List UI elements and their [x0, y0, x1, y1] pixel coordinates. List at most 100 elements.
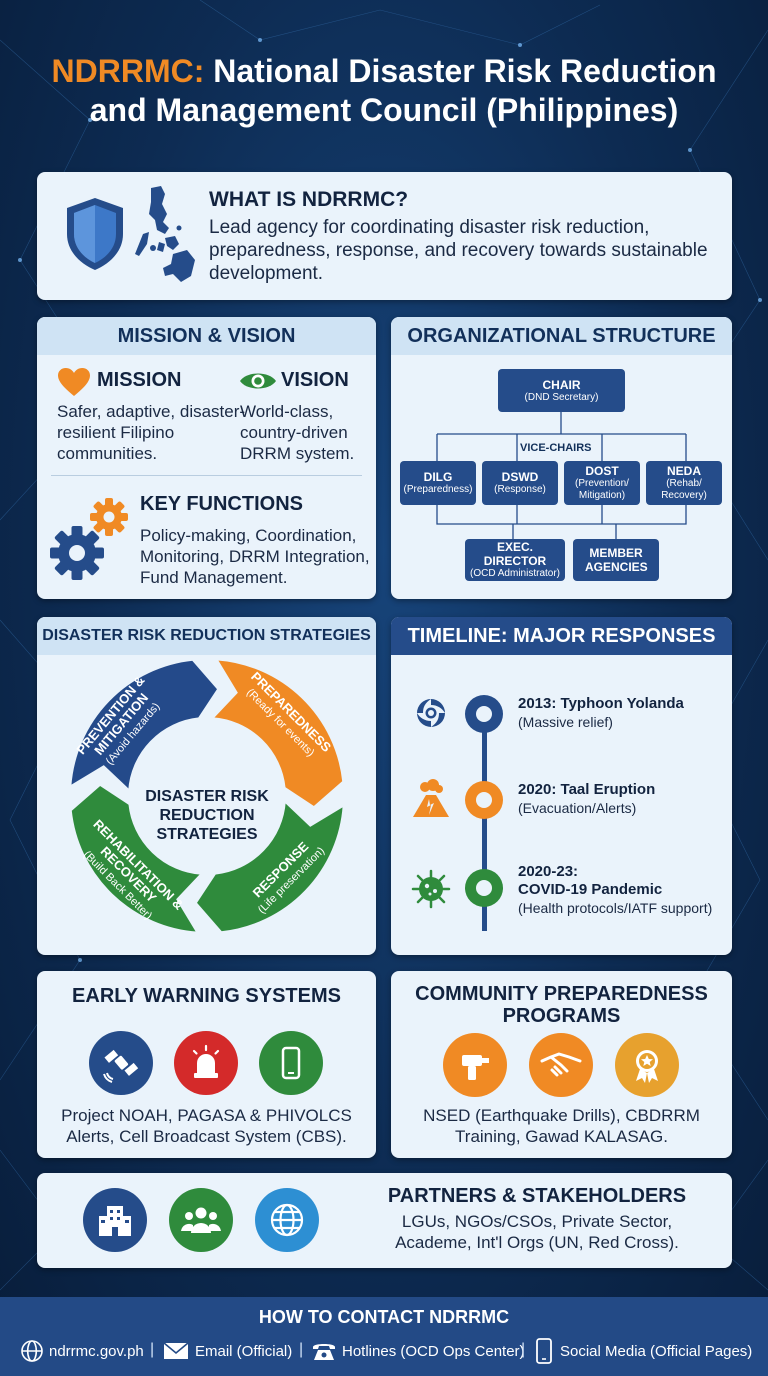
- timeline-marker-taal: [465, 781, 503, 819]
- partners-card: PARTNERS & STAKEHOLDERS LGUs, NGOs/CSOs,…: [37, 1173, 732, 1268]
- timeline-event-year: 2020-23:: [518, 863, 579, 880]
- globe-icon: [255, 1188, 319, 1252]
- vice-chair-role: (Preparedness): [403, 484, 473, 495]
- vice-chair-name: NEDA: [666, 464, 701, 478]
- contact-separator: |: [150, 1341, 155, 1358]
- org-connectors: [436, 412, 687, 539]
- strategy-segment: [210, 658, 345, 809]
- timeline-marker-yolanda: [465, 695, 503, 733]
- vision-title: VISION: [281, 369, 349, 391]
- strategies-card: DISASTER RISK REDUCTION STRATEGIES PREVE…: [37, 617, 376, 955]
- contact-social-label: Social Media (Official Pages): [560, 1342, 753, 1360]
- mission-title: MISSION: [97, 369, 182, 391]
- philippines-map-icon: [135, 186, 195, 282]
- contact-social-media[interactable]: Social Media (Official Pages): [535, 1338, 753, 1364]
- contact-hotlines[interactable]: Hotlines (OCD Ops Center): [311, 1339, 525, 1363]
- contact-heading: HOW TO CONTACT NDRRMC: [258, 1307, 510, 1327]
- award-icon: [615, 1033, 679, 1097]
- org-chair-sub: (DND Secretary): [524, 391, 599, 403]
- early-warning-heading: EARLY WARNING SYSTEMS: [72, 985, 341, 1007]
- telephone-icon: [313, 1344, 335, 1360]
- shield-icon: [67, 198, 123, 270]
- people-icon: [169, 1188, 233, 1252]
- contact-hotlines-label: Hotlines (OCD Ops Center): [342, 1342, 525, 1360]
- mission-text: Safer, adaptive, disaster-resilient Fili…: [57, 402, 246, 463]
- satellite-icon: [89, 1031, 153, 1095]
- vice-chair-name: DSWD: [501, 470, 539, 484]
- what-is-card: WHAT IS NDRRMC? Lead agency for coordina…: [37, 172, 732, 300]
- org-exec-director-box: EXEC. DIRECTOR (OCD Administrator): [465, 539, 565, 581]
- gears-icon: [50, 498, 128, 580]
- strategy-segment: [69, 783, 204, 934]
- title-accent: NDRRMC:: [51, 53, 205, 89]
- community-text: NSED (Earthquake Drills), CBDRRM Trainin…: [423, 1106, 700, 1146]
- phone-icon: [259, 1031, 323, 1095]
- volcano-icon: [413, 779, 449, 817]
- siren-icon: [174, 1031, 238, 1095]
- vice-chair-name: DOST: [585, 464, 619, 478]
- strategies-center-label: DISASTER RISK REDUCTION STRATEGIES: [145, 788, 269, 843]
- org-structure-card: ORGANIZATIONAL STRUCTURE CHAIR (DND Secr…: [391, 317, 732, 599]
- org-vice-chair-dilg: DILG (Preparedness): [400, 461, 476, 505]
- community-heading: COMMUNITY PREPAREDNESS PROGRAMS: [415, 983, 708, 1027]
- timeline-event-title: COVID-19 Pandemic: [518, 881, 663, 898]
- handshake-icon: [529, 1033, 593, 1097]
- mission-divider: [51, 475, 362, 476]
- timeline-event-title: 2020: Taal Eruption: [518, 781, 656, 798]
- contact-website-label: ndrrmc.gov.ph: [49, 1342, 144, 1360]
- strategy-segment: [194, 799, 345, 934]
- partners-text: LGUs, NGOs/CSOs, Private Sector, Academe…: [395, 1212, 679, 1252]
- timeline-heading: TIMELINE: MAJOR RESPONSES: [391, 617, 732, 655]
- title-line-1-rest: National Disaster Risk Reduction: [213, 53, 717, 89]
- vice-chairs-label: VICE-CHAIRS: [520, 442, 592, 454]
- virus-icon: [411, 869, 451, 909]
- strategy-cycle: PREVENTION &MITIGATION(Avoid hazards)PRE…: [69, 658, 345, 934]
- org-structure-heading: ORGANIZATIONAL STRUCTURE: [391, 317, 732, 355]
- timeline-event-title: 2013: Typhoon Yolanda: [518, 695, 684, 712]
- what-is-title: WHAT IS NDRRMC?: [209, 188, 409, 211]
- title-line-2: and Management Council (Philippines): [89, 92, 679, 128]
- timeline-card: TIMELINE: MAJOR RESPONSES 2013: Typhoon …: [391, 617, 732, 955]
- vision-text: World-class, country-driven DRRM system.: [240, 402, 355, 463]
- building-icon: [83, 1188, 147, 1252]
- timeline-event-sub: (Health protocols/IATF support): [518, 900, 713, 916]
- title-line-1: NDRRMC: National Disaster Risk Reduction: [0, 52, 768, 91]
- contact-footer: HOW TO CONTACT NDRRMC ndrrmc.gov.ph | Em…: [0, 1297, 768, 1376]
- org-exec-director-sub: (OCD Administrator): [469, 568, 560, 579]
- contact-separator: |: [521, 1341, 526, 1358]
- mission-vision-card: MISSION & VISION MISSION Safer, adaptive…: [37, 317, 376, 599]
- partners-heading: PARTNERS & STAKEHOLDERS: [387, 1185, 687, 1207]
- early-warning-text: Project NOAH, PAGASA & PHIVOLCS Alerts, …: [61, 1106, 352, 1146]
- vice-chair-role: (Prevention/ Mitigation): [575, 478, 629, 501]
- timeline-event-sub: (Massive relief): [518, 714, 613, 730]
- heart-icon: [58, 368, 90, 396]
- envelope-icon: [163, 1342, 189, 1359]
- strategy-segment: [69, 658, 220, 793]
- contact-separator: |: [299, 1341, 304, 1358]
- org-vice-chair-dswd: DSWD (Response): [482, 461, 558, 505]
- org-chair-box: CHAIR (DND Secretary): [498, 369, 625, 412]
- contact-email[interactable]: Email (Official): [163, 1339, 292, 1363]
- contact-email-label: Email (Official): [195, 1342, 293, 1360]
- org-member-agencies: MEMBER AGENCIES: [573, 539, 659, 581]
- org-vice-chair-dost: DOST (Prevention/ Mitigation): [564, 461, 640, 505]
- key-functions-title: KEY FUNCTIONS: [140, 493, 303, 515]
- timeline-event-sub: (Evacuation/Alerts): [518, 800, 637, 816]
- eye-icon: [240, 373, 276, 389]
- vice-chair-name: DILG: [423, 470, 453, 484]
- mission-vision-heading: MISSION & VISION: [37, 317, 376, 355]
- strategies-heading: DISASTER RISK REDUCTION STRATEGIES: [37, 617, 376, 655]
- phone-icon: [536, 1338, 552, 1364]
- vice-chair-role: (Response): [494, 484, 546, 495]
- org-exec-director: EXEC. DIRECTOR: [483, 540, 547, 568]
- org-chair: CHAIR: [542, 377, 581, 392]
- org-vice-chair-neda: NEDA (Rehab/ Recovery): [646, 461, 722, 505]
- early-warning-card: EARLY WARNING SYSTEMS Project NOAH, PAGA…: [37, 971, 376, 1158]
- page-title: NDRRMC: National Disaster Risk Reduction…: [0, 52, 768, 130]
- vice-chair-role: (Rehab/ Recovery): [661, 478, 707, 501]
- drill-icon: [443, 1033, 507, 1097]
- what-is-description: Lead agency for coordinating disaster ri…: [209, 217, 708, 284]
- contact-website[interactable]: ndrrmc.gov.ph: [20, 1339, 144, 1363]
- timeline-marker-covid: [465, 869, 503, 907]
- typhoon-icon: [417, 699, 445, 727]
